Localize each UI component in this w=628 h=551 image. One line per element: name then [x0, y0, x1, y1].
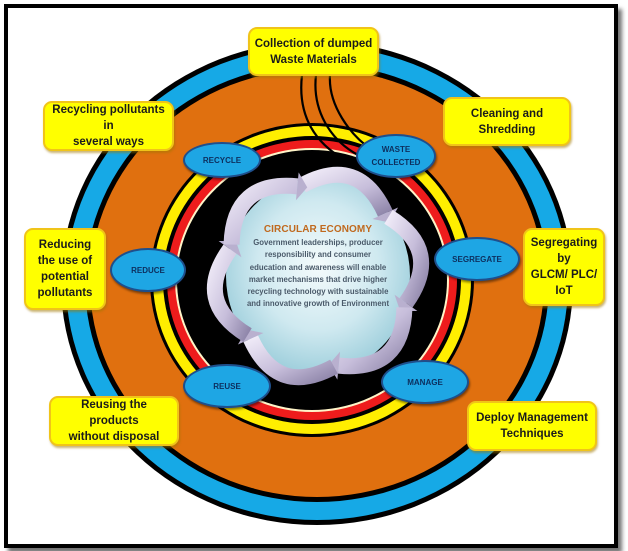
stage-waste-collected[interactable]: WASTE COLLECTED — [356, 134, 436, 178]
stage-reduce[interactable]: REDUCE — [110, 248, 186, 292]
cycle-arrow-head-icon — [218, 240, 242, 258]
stage-manage[interactable]: MANAGE — [381, 360, 469, 404]
stage-reuse[interactable]: REUSE — [183, 364, 271, 408]
callout-reducing[interactable]: Reducing the use of potential pollutants — [24, 228, 106, 310]
callout-recycling[interactable]: Recycling pollutants in several ways — [43, 101, 174, 151]
cycle-arrow-body — [337, 307, 413, 375]
stage-segregate[interactable]: SEGREGATE — [434, 237, 520, 281]
cycle-arrow-body — [384, 210, 429, 308]
callout-reusing[interactable]: Reusing the products without disposal — [49, 396, 179, 446]
center-text-block: CIRCULAR ECONOMY Government leaderships,… — [246, 224, 390, 311]
cycle-arrows — [207, 166, 429, 386]
cycle-arrow-body — [223, 177, 299, 245]
cycle-arrow-head-icon — [394, 294, 418, 312]
center-description: Government leaderships, producer respons… — [246, 238, 390, 309]
callout-cleaning[interactable]: Cleaning and Shredding — [443, 97, 571, 146]
cycle-arrow-body — [207, 244, 252, 342]
center-title: CIRCULAR ECONOMY — [263, 224, 373, 235]
cycle-arrow-body — [298, 166, 393, 217]
cycle-arrow-head-icon — [237, 329, 264, 345]
cycle-arrow-head-icon — [372, 207, 399, 223]
central-hub — [226, 178, 410, 374]
cycle-arrow-body — [243, 335, 338, 386]
callout-deploy[interactable]: Deploy Management Techniques — [467, 401, 597, 451]
callout-segregating[interactable]: Segregating by GLCM/ PLC/ IoT — [523, 228, 605, 306]
stage-recycle[interactable]: RECYCLE — [183, 142, 261, 178]
cycle-arrow-head-icon — [295, 172, 308, 201]
callout-collection[interactable]: Collection of dumped Waste Materials — [248, 27, 379, 76]
